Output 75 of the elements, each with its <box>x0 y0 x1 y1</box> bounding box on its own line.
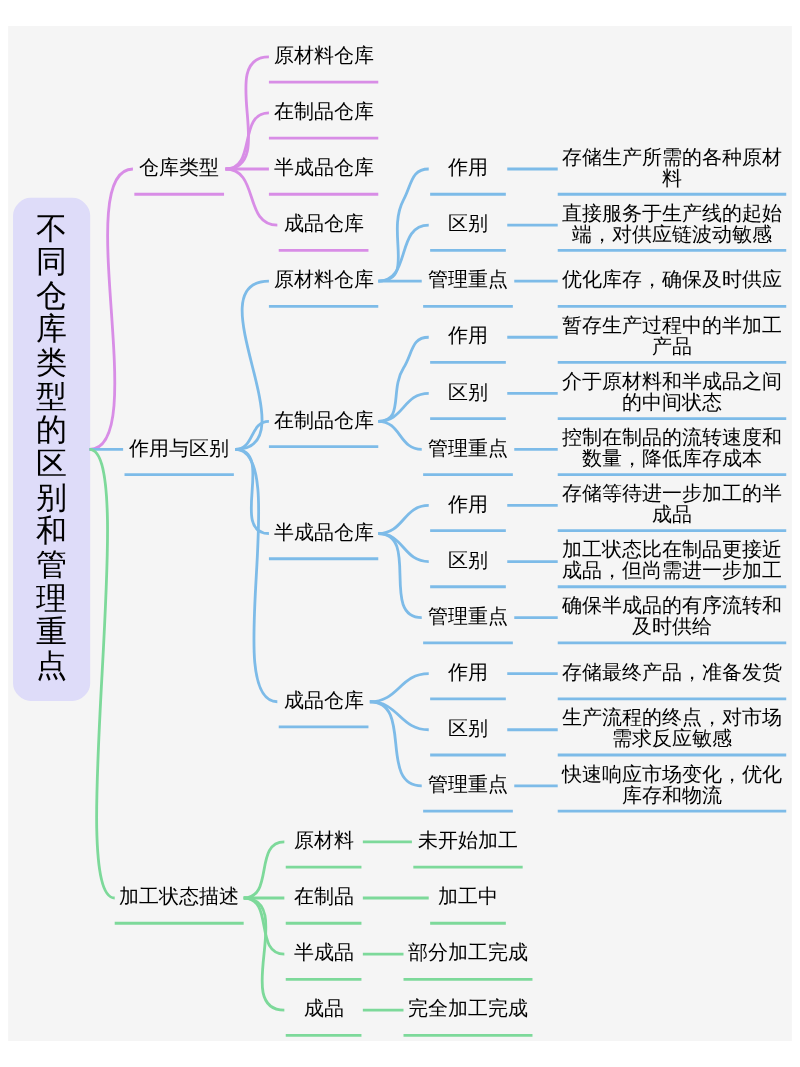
node-text: 加工中 <box>437 885 498 909</box>
node-text: 快速响应市场变化，优化库存和物流 <box>561 762 782 807</box>
node-text: 成品仓库 <box>283 688 364 712</box>
node-text: 原材料仓库 <box>273 268 374 292</box>
node-text: 直接服务于生产线的起始端，对供应链波动敏感 <box>561 201 782 246</box>
node-text: 管理重点 <box>427 773 508 797</box>
connector <box>362 952 404 956</box>
connector <box>225 55 270 171</box>
connector <box>507 335 558 339</box>
node-text: 未开始加工 <box>417 829 518 853</box>
node-text: 控制在制品的流转速度和数量，降低库存成本 <box>561 426 782 471</box>
connector <box>369 700 422 788</box>
node-text: 管理重点 <box>427 268 508 292</box>
node-text: 确保半成品的有序流转和及时供给 <box>561 594 782 639</box>
connector <box>225 111 270 171</box>
connector <box>243 840 285 900</box>
node-text: 在制品 <box>293 885 354 909</box>
node-text: 作用与区别 <box>129 436 230 460</box>
connector <box>514 784 558 788</box>
node-text: 存储生产所需的各种原材料 <box>561 145 782 190</box>
node-text: 在制品仓库 <box>273 100 374 124</box>
node-text: 生产流程的终点，对市场需求反应敏感 <box>561 706 782 751</box>
node-text: 暂存生产过程中的半加工产品 <box>561 313 782 358</box>
connector <box>378 279 422 283</box>
node-text: 半成品仓库 <box>273 520 374 544</box>
node-text: 成品 <box>303 997 344 1021</box>
connector <box>378 532 422 619</box>
node-text: 区别 <box>447 212 488 236</box>
connector <box>234 448 278 703</box>
node-box: 不同仓库类型的区别和管理重点 <box>13 197 91 702</box>
connector <box>507 728 558 732</box>
connector <box>225 167 278 227</box>
node-text: 区别 <box>447 716 488 740</box>
node-text: 存储最终产品，准备发货 <box>561 660 782 684</box>
node-text: 存储等待进一步加工的半成品 <box>561 482 782 527</box>
connector <box>514 616 558 619</box>
connector <box>514 279 558 283</box>
connector <box>507 504 558 507</box>
connector <box>89 448 124 451</box>
node-text: 作用 <box>447 660 488 684</box>
node-text: 区别 <box>447 548 488 572</box>
node-text: 半成品 <box>293 941 354 965</box>
connector <box>514 448 558 451</box>
connector <box>378 223 429 283</box>
node-text: 原材料仓库 <box>273 44 374 68</box>
node-text: 作用 <box>447 492 488 516</box>
connector <box>507 167 558 171</box>
node-text: 优化库存，确保及时供应 <box>561 268 782 292</box>
connector <box>362 1008 404 1012</box>
node-text: 管理重点 <box>427 436 508 460</box>
connector <box>362 840 412 844</box>
connector <box>507 672 558 676</box>
connector <box>88 448 116 900</box>
node-text: 区别 <box>447 380 488 404</box>
node-text: 部分加工完成 <box>407 941 528 965</box>
node-text: 原材料 <box>293 829 354 853</box>
node-text: 作用 <box>447 324 488 348</box>
connector <box>378 419 422 451</box>
node-text: 在制品仓库 <box>273 408 374 432</box>
node-text: 半成品仓库 <box>273 156 374 180</box>
node-text: 仓库类型 <box>139 156 220 180</box>
connector <box>243 896 285 1012</box>
connector <box>507 560 558 563</box>
node-text: 完全加工完成 <box>407 997 528 1021</box>
node-text: 管理重点 <box>427 604 508 628</box>
node-text: 加工状态描述 <box>119 885 240 909</box>
connector <box>362 896 429 900</box>
node-text: 作用 <box>447 156 488 180</box>
node-text: 成品仓库 <box>283 212 364 236</box>
node-text: 介于原材料和半成品之间的中间状态 <box>561 369 782 415</box>
connector <box>243 896 285 956</box>
connector <box>507 391 558 395</box>
node-text: 加工状态比在制品更接近成品，但尚需进一步加工 <box>561 538 782 583</box>
connector <box>507 223 558 227</box>
connector <box>378 167 429 283</box>
